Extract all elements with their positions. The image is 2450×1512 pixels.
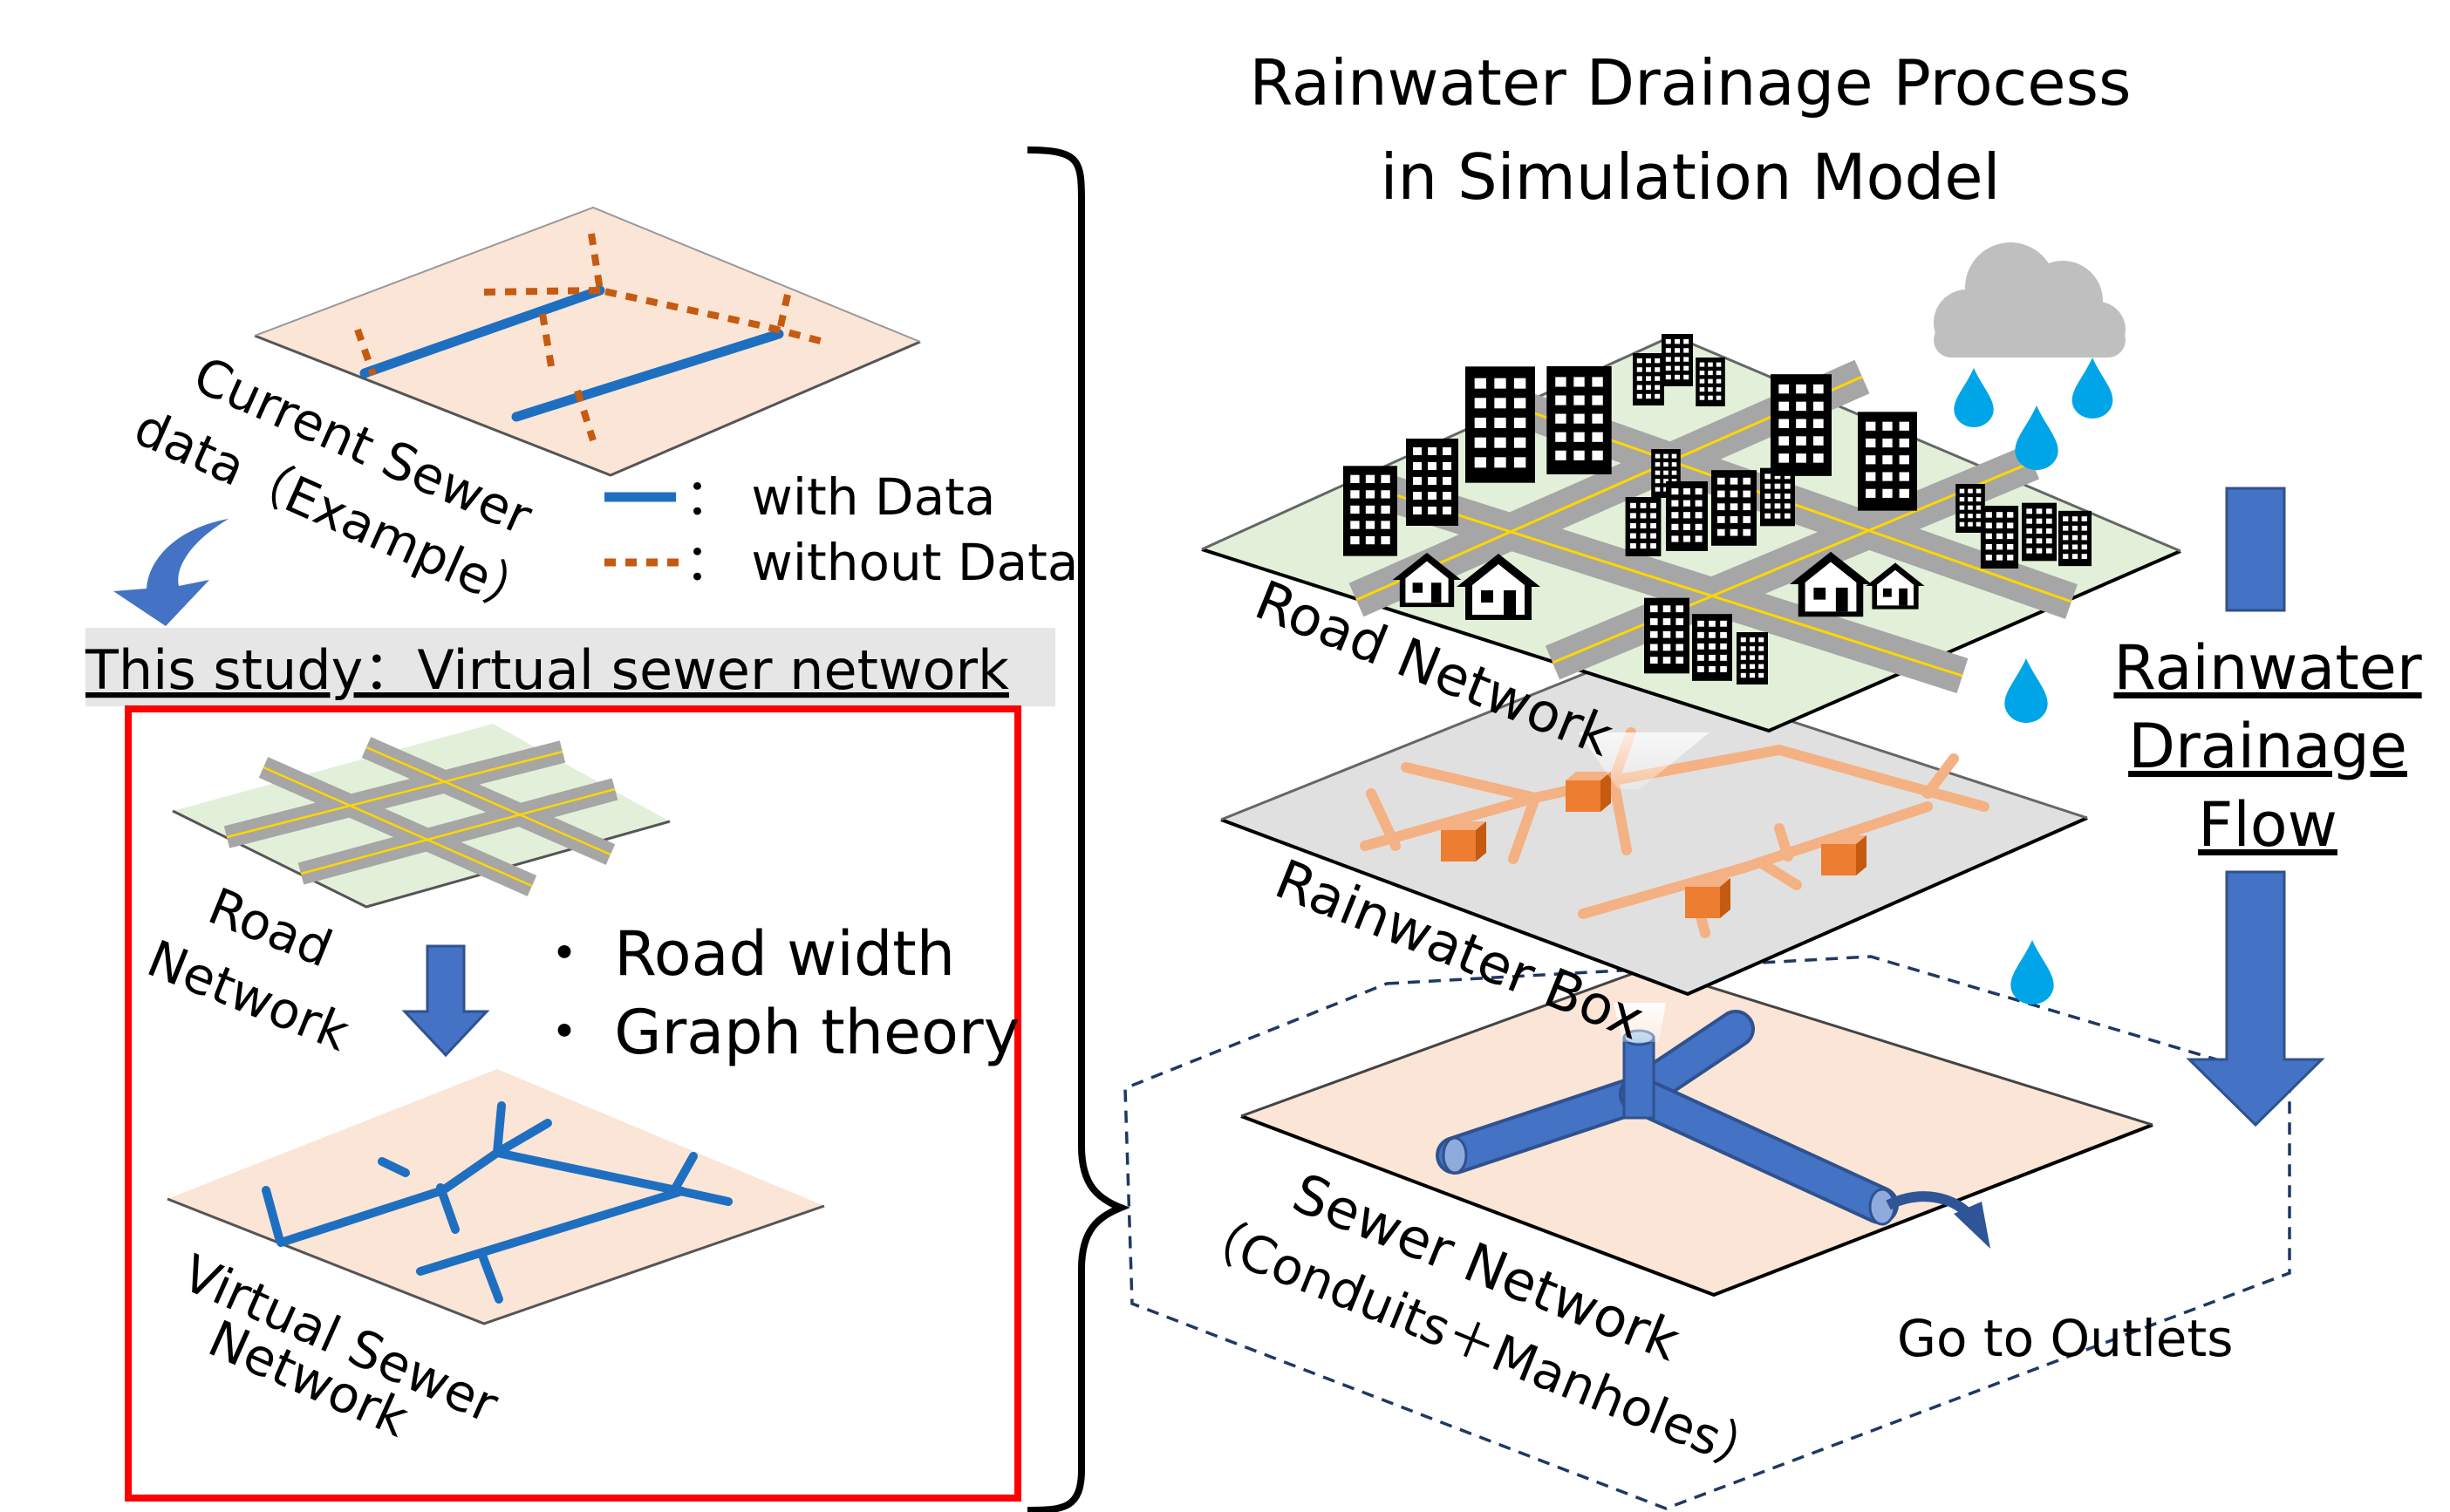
virtual-pipes — [262, 1101, 733, 1304]
method-road-width: ・ Road width — [534, 918, 955, 990]
missing-pipes — [354, 233, 829, 442]
flow-label-line2: Drainage — [2128, 711, 2407, 782]
current-sewer-plane — [254, 206, 921, 477]
legend-with-label: ： with Data — [685, 467, 995, 527]
box-pipes — [1360, 727, 1989, 938]
small-road-plane — [172, 724, 671, 909]
rain-boxes — [1441, 772, 1867, 918]
diagram-title-line1: Rainwater Drainage Process — [1249, 46, 2131, 119]
known-pipes — [359, 285, 784, 422]
rainwater-box-plane — [1220, 661, 2088, 997]
sewer-network-plane — [1240, 966, 2153, 1297]
virtual-sewer-plane — [167, 1069, 825, 1325]
method-graph-theory: ・ Graph theory — [534, 997, 1020, 1068]
drainage-flow-arrow — [2186, 487, 2325, 1127]
sewer-layer-outline — [1123, 955, 2291, 1510]
legend: ： with Data ： without Data — [604, 467, 1078, 592]
rain-cloud-icon — [1934, 242, 2126, 358]
sewer-conduits — [1436, 1010, 1899, 1226]
diagram-title-line2: in Simulation Model — [1380, 140, 2000, 214]
study-frame — [125, 705, 1021, 1502]
light-beam-lower — [1614, 1003, 1666, 1042]
manhole — [1622, 1036, 1655, 1120]
study-banner-bg — [85, 628, 1055, 706]
study-banner-text: This study：Virtual sewer network — [85, 638, 1009, 702]
legend-without-label: ： without Data — [685, 533, 1078, 592]
curved-down-arrow — [113, 519, 229, 626]
flow-label-line3: Flow — [2198, 789, 2337, 861]
flow-label-line1: Rainwater — [2113, 632, 2421, 704]
small-down-arrow — [401, 944, 490, 1058]
rain-drops-icon — [1954, 358, 2113, 1005]
curly-brace — [1027, 146, 1130, 1512]
outlet-arrow — [1886, 1191, 1990, 1249]
outlets-label: Go to Outlets — [1897, 1309, 2233, 1368]
light-beam-upper — [1579, 732, 1710, 789]
